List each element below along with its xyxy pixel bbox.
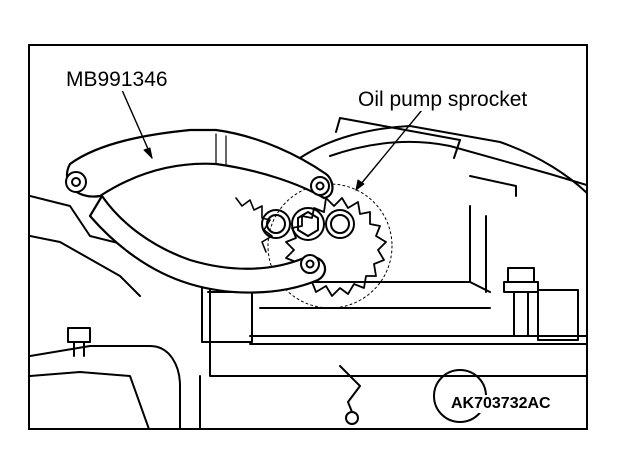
left-bracket: [30, 195, 131, 247]
tool-pivot-pin: [65, 171, 87, 193]
left-bolt-head: [67, 327, 91, 343]
hub-bolt-center-hex: [297, 211, 319, 237]
sprocket-leader-line: [355, 109, 423, 191]
cover-edge: [335, 117, 461, 159]
engine-cover-outline: [299, 125, 586, 194]
tool-leader-line: [121, 89, 153, 159]
tool-lower-pin: [300, 254, 320, 274]
left-bolt-shank: [73, 341, 85, 357]
hub-bolt-right: [325, 209, 355, 239]
tool-lower-arm: [88, 194, 327, 294]
right-bolt-washer: [503, 281, 539, 293]
right-bolt-head: [507, 267, 535, 283]
tool-callout-label: MB991346: [64, 68, 170, 91]
hub-bolt-right-inner: [330, 214, 350, 234]
tool-arm-hatching: [215, 133, 227, 165]
hub-bolt-left-inner: [266, 214, 286, 234]
tool-upper-pin-inner: [315, 181, 325, 191]
right-bolt-shank: [513, 291, 529, 337]
sprocket-callout-label: Oil pump sprocket: [356, 88, 530, 111]
hub-bolt-center: [291, 207, 325, 241]
engine-illustration: [30, 89, 586, 428]
drive-gear-partial: [235, 197, 273, 253]
tool-leader-arrow: [143, 147, 153, 159]
hub-bolt-left: [261, 209, 291, 239]
sprocket-leader-arrow: [355, 179, 365, 191]
figure-code: AK703732AC: [449, 395, 553, 413]
left-bracket-lower: [30, 235, 141, 297]
block-body: [209, 275, 586, 377]
cover-flange: [469, 175, 517, 197]
engine-cover-inner-line: [329, 140, 586, 186]
tool-upper-pin: [310, 176, 330, 196]
right-bracket: [537, 289, 579, 341]
lower-lever-pivot: [345, 411, 359, 425]
tool-lower-pin-inner: [305, 259, 315, 269]
tool-upper-arm: [65, 128, 334, 200]
lower-housing-2: [30, 371, 150, 428]
lower-lever: [339, 365, 361, 413]
lower-housing: [30, 345, 181, 428]
tool-pivot-pin-inner: [71, 177, 81, 187]
